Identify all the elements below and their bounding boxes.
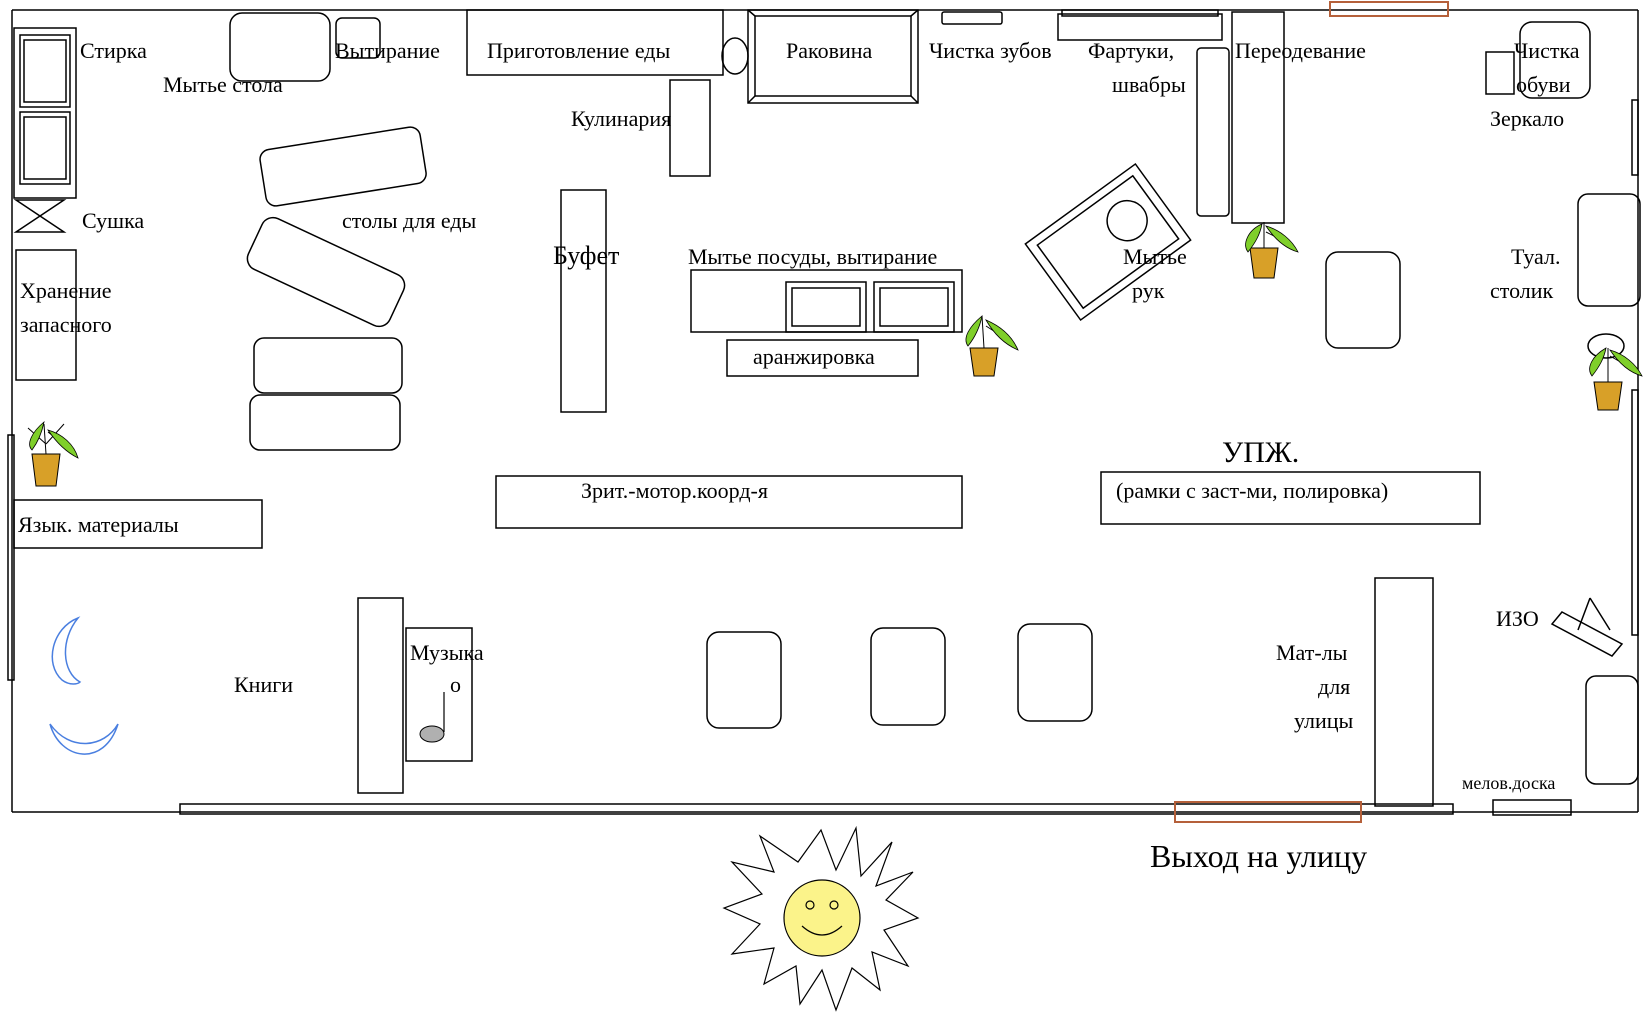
laundry-cabinet [13, 27, 77, 199]
apron-rack [1057, 13, 1223, 41]
bottom-bench [179, 803, 1454, 815]
door-exit [1174, 801, 1362, 823]
label-tual-1: Туал. [1511, 244, 1561, 269]
culinary-shelf [669, 79, 711, 177]
outdoor-shelf [1374, 577, 1434, 807]
shoe-stand [1519, 21, 1591, 99]
dish-basin-1 [785, 281, 867, 333]
mop-stand [1196, 47, 1230, 217]
label-mytie-ruk-2: рук [1132, 278, 1165, 303]
dining-table-2 [246, 216, 406, 328]
wipe-table [229, 12, 331, 82]
visual-motor-shelf [495, 475, 963, 529]
label-ramki: (рамки с заст-ми, полировка) [1116, 478, 1389, 503]
label-izo: ИЗО [1496, 606, 1539, 631]
label-melov: мелов.доска [1462, 773, 1556, 793]
laundry-panel-1-inner [23, 39, 67, 103]
dish-basin-2 [873, 281, 955, 333]
seat-bottom-2 [870, 627, 946, 726]
moon-icon [49, 723, 119, 755]
label-hranenie-1: Хранение [20, 278, 112, 303]
label-chistka-obuvi-2: обуви [1516, 72, 1571, 97]
label-rakovina: Раковина [786, 38, 873, 63]
label-stirka: Стирка [80, 38, 147, 63]
label-pereodevanie: Переодевание [1235, 38, 1366, 63]
label-upzh: УПЖ. [1222, 436, 1300, 469]
window-left [7, 434, 15, 681]
label-vytiranie: Вытирание [335, 38, 440, 63]
upzh-shelf [1100, 471, 1481, 525]
sink-outer [747, 9, 919, 104]
label-zrit: Зрит.-мотор.коорд-я [581, 478, 768, 503]
window-right-top [1631, 99, 1639, 176]
dressing-table [1577, 193, 1641, 307]
arrangement-table [726, 339, 919, 377]
label-note: о [450, 672, 461, 697]
plant-icon [27, 420, 79, 487]
label-zerkalo: Зеркало [1490, 106, 1565, 131]
easel-legs [1577, 597, 1611, 631]
label-kulinaria: Кулинария [571, 106, 672, 131]
buffet [560, 189, 607, 413]
label-matdy-1: Мат-лы [1276, 640, 1348, 665]
window-right-mid [1631, 389, 1639, 636]
dining-table-3 [253, 337, 403, 394]
language-shelf [13, 499, 263, 549]
music-shelf [405, 627, 473, 762]
seat-right [1325, 251, 1401, 349]
label-sushka: Сушка [82, 208, 145, 233]
label-mytie-posudy: Мытье посуды, вытирание [688, 244, 938, 269]
label-chistka-zubov: Чистка зубов [929, 38, 1052, 63]
sink-inner [754, 15, 912, 97]
plant-icon [1245, 222, 1299, 279]
toothbrush-shelf [941, 11, 1003, 25]
label-prigotovlenie: Приготовление еды [487, 38, 671, 63]
art-stand [1585, 675, 1639, 785]
shoe-box [1485, 51, 1515, 95]
label-vyhod: Выход на улицу [1150, 838, 1368, 874]
label-matdy-3: улицы [1294, 708, 1354, 733]
label-yazyk: Язык. материалы [18, 512, 179, 537]
label-hranenie-2: запасного [20, 312, 112, 337]
label-matdy-2: для [1318, 674, 1351, 699]
chalkboard [1492, 799, 1572, 816]
label-aranzh: аранжировка [753, 344, 875, 369]
seat-bottom-3 [1017, 623, 1093, 722]
label-fartuki: Фартуки, [1088, 38, 1175, 63]
label-chistka-obuvi-1: Чистка [1514, 38, 1580, 63]
cooking-counter [466, 9, 724, 76]
label-mytie-stola: Мытье стола [163, 72, 283, 97]
seat-bottom-1 [706, 631, 782, 729]
door-top [1329, 1, 1449, 17]
label-shvabry: швабры [1112, 72, 1186, 97]
storage-cabinet [15, 249, 77, 381]
dining-table-1 [259, 126, 427, 207]
plant-icon [1589, 347, 1643, 411]
dining-table-4 [249, 394, 401, 451]
handwash-stand [1024, 162, 1192, 322]
cooking-stool [721, 37, 749, 75]
books-shelf [357, 597, 404, 794]
mirror-round [1587, 333, 1625, 359]
apron-rack-top [1061, 9, 1219, 17]
label-mytie-ruk-1: Мытье [1123, 244, 1187, 269]
plant-icon [965, 314, 1019, 377]
music-note-icon [419, 692, 445, 743]
sun-icon [722, 825, 920, 1012]
moon-icon [51, 616, 82, 685]
laundry-panel-1 [19, 34, 71, 108]
changing-cabinet [1231, 11, 1285, 224]
dishwashing-counter [690, 269, 963, 333]
label-tual-2: столик [1490, 278, 1554, 303]
easel-icon [1550, 611, 1624, 657]
label-stoly: столы для еды [342, 208, 477, 233]
laundry-panel-2-inner [23, 116, 67, 180]
laundry-panel-2 [19, 111, 71, 185]
label-bufet: Буфет [553, 241, 620, 270]
wipe-stand [335, 17, 381, 59]
drying-rack-icon [13, 199, 67, 233]
label-muzyka: Музыка [410, 640, 484, 665]
label-knigi: Книги [234, 672, 294, 697]
